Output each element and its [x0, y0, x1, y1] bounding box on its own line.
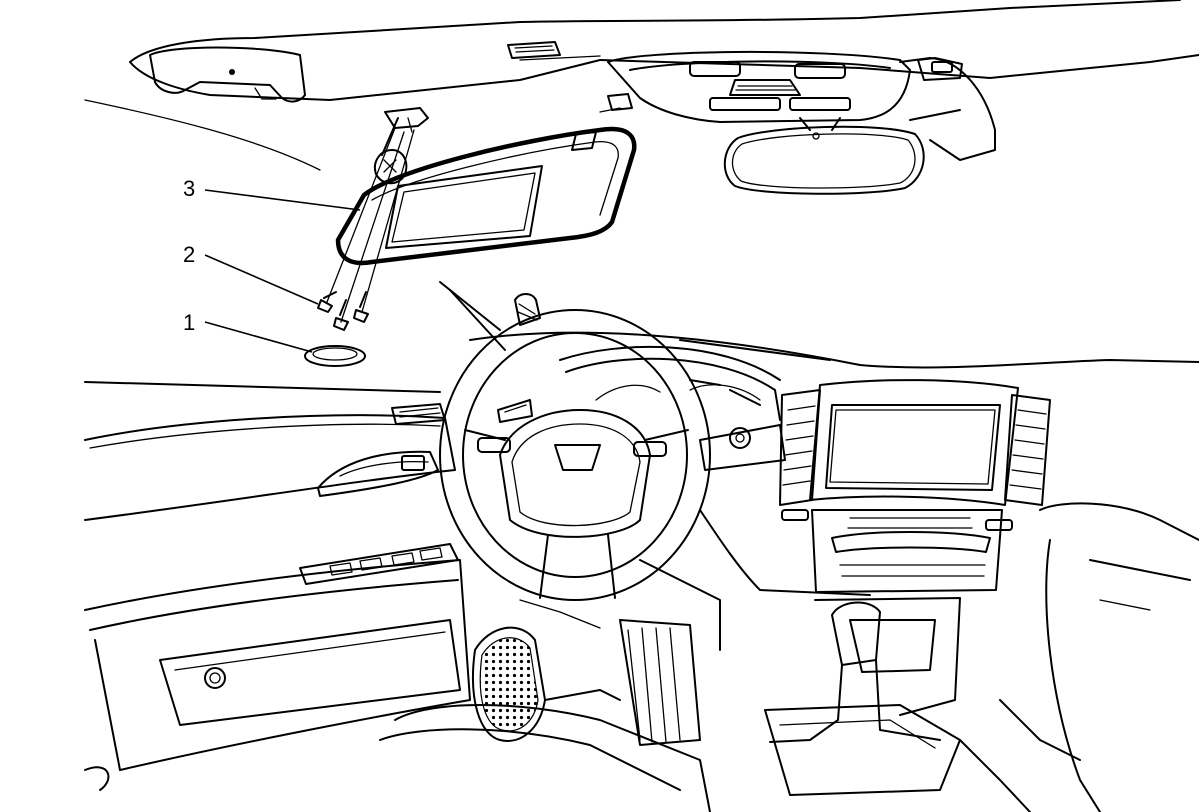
- center-console: [764, 601, 1031, 812]
- sun-visor: [335, 93, 637, 266]
- callout-1: 1: [183, 310, 195, 335]
- screws: [317, 127, 415, 331]
- callout-2: 2: [183, 242, 195, 267]
- front-seat: [379, 502, 1199, 812]
- instrument-cluster: [559, 345, 781, 449]
- overhead-console: [607, 50, 996, 161]
- rearview-mirror: [723, 117, 925, 195]
- leader-line-1: [204, 321, 313, 353]
- screw-cover: [304, 345, 366, 367]
- leader-line-2: [204, 254, 319, 305]
- leader-line-3: [204, 189, 361, 211]
- door-panel: [84, 403, 471, 791]
- center-stack: [779, 379, 1051, 716]
- dashboard: [469, 331, 1199, 651]
- headliner: [84, 0, 1199, 171]
- screw-1: [317, 291, 337, 313]
- callout-leaders: [204, 189, 361, 353]
- callout-3: 3: [183, 176, 195, 201]
- a-pillar: [84, 281, 541, 393]
- footwell: [472, 619, 701, 746]
- screw-3: [353, 291, 369, 323]
- steering-wheel: [439, 309, 711, 601]
- screw-2: [333, 299, 349, 331]
